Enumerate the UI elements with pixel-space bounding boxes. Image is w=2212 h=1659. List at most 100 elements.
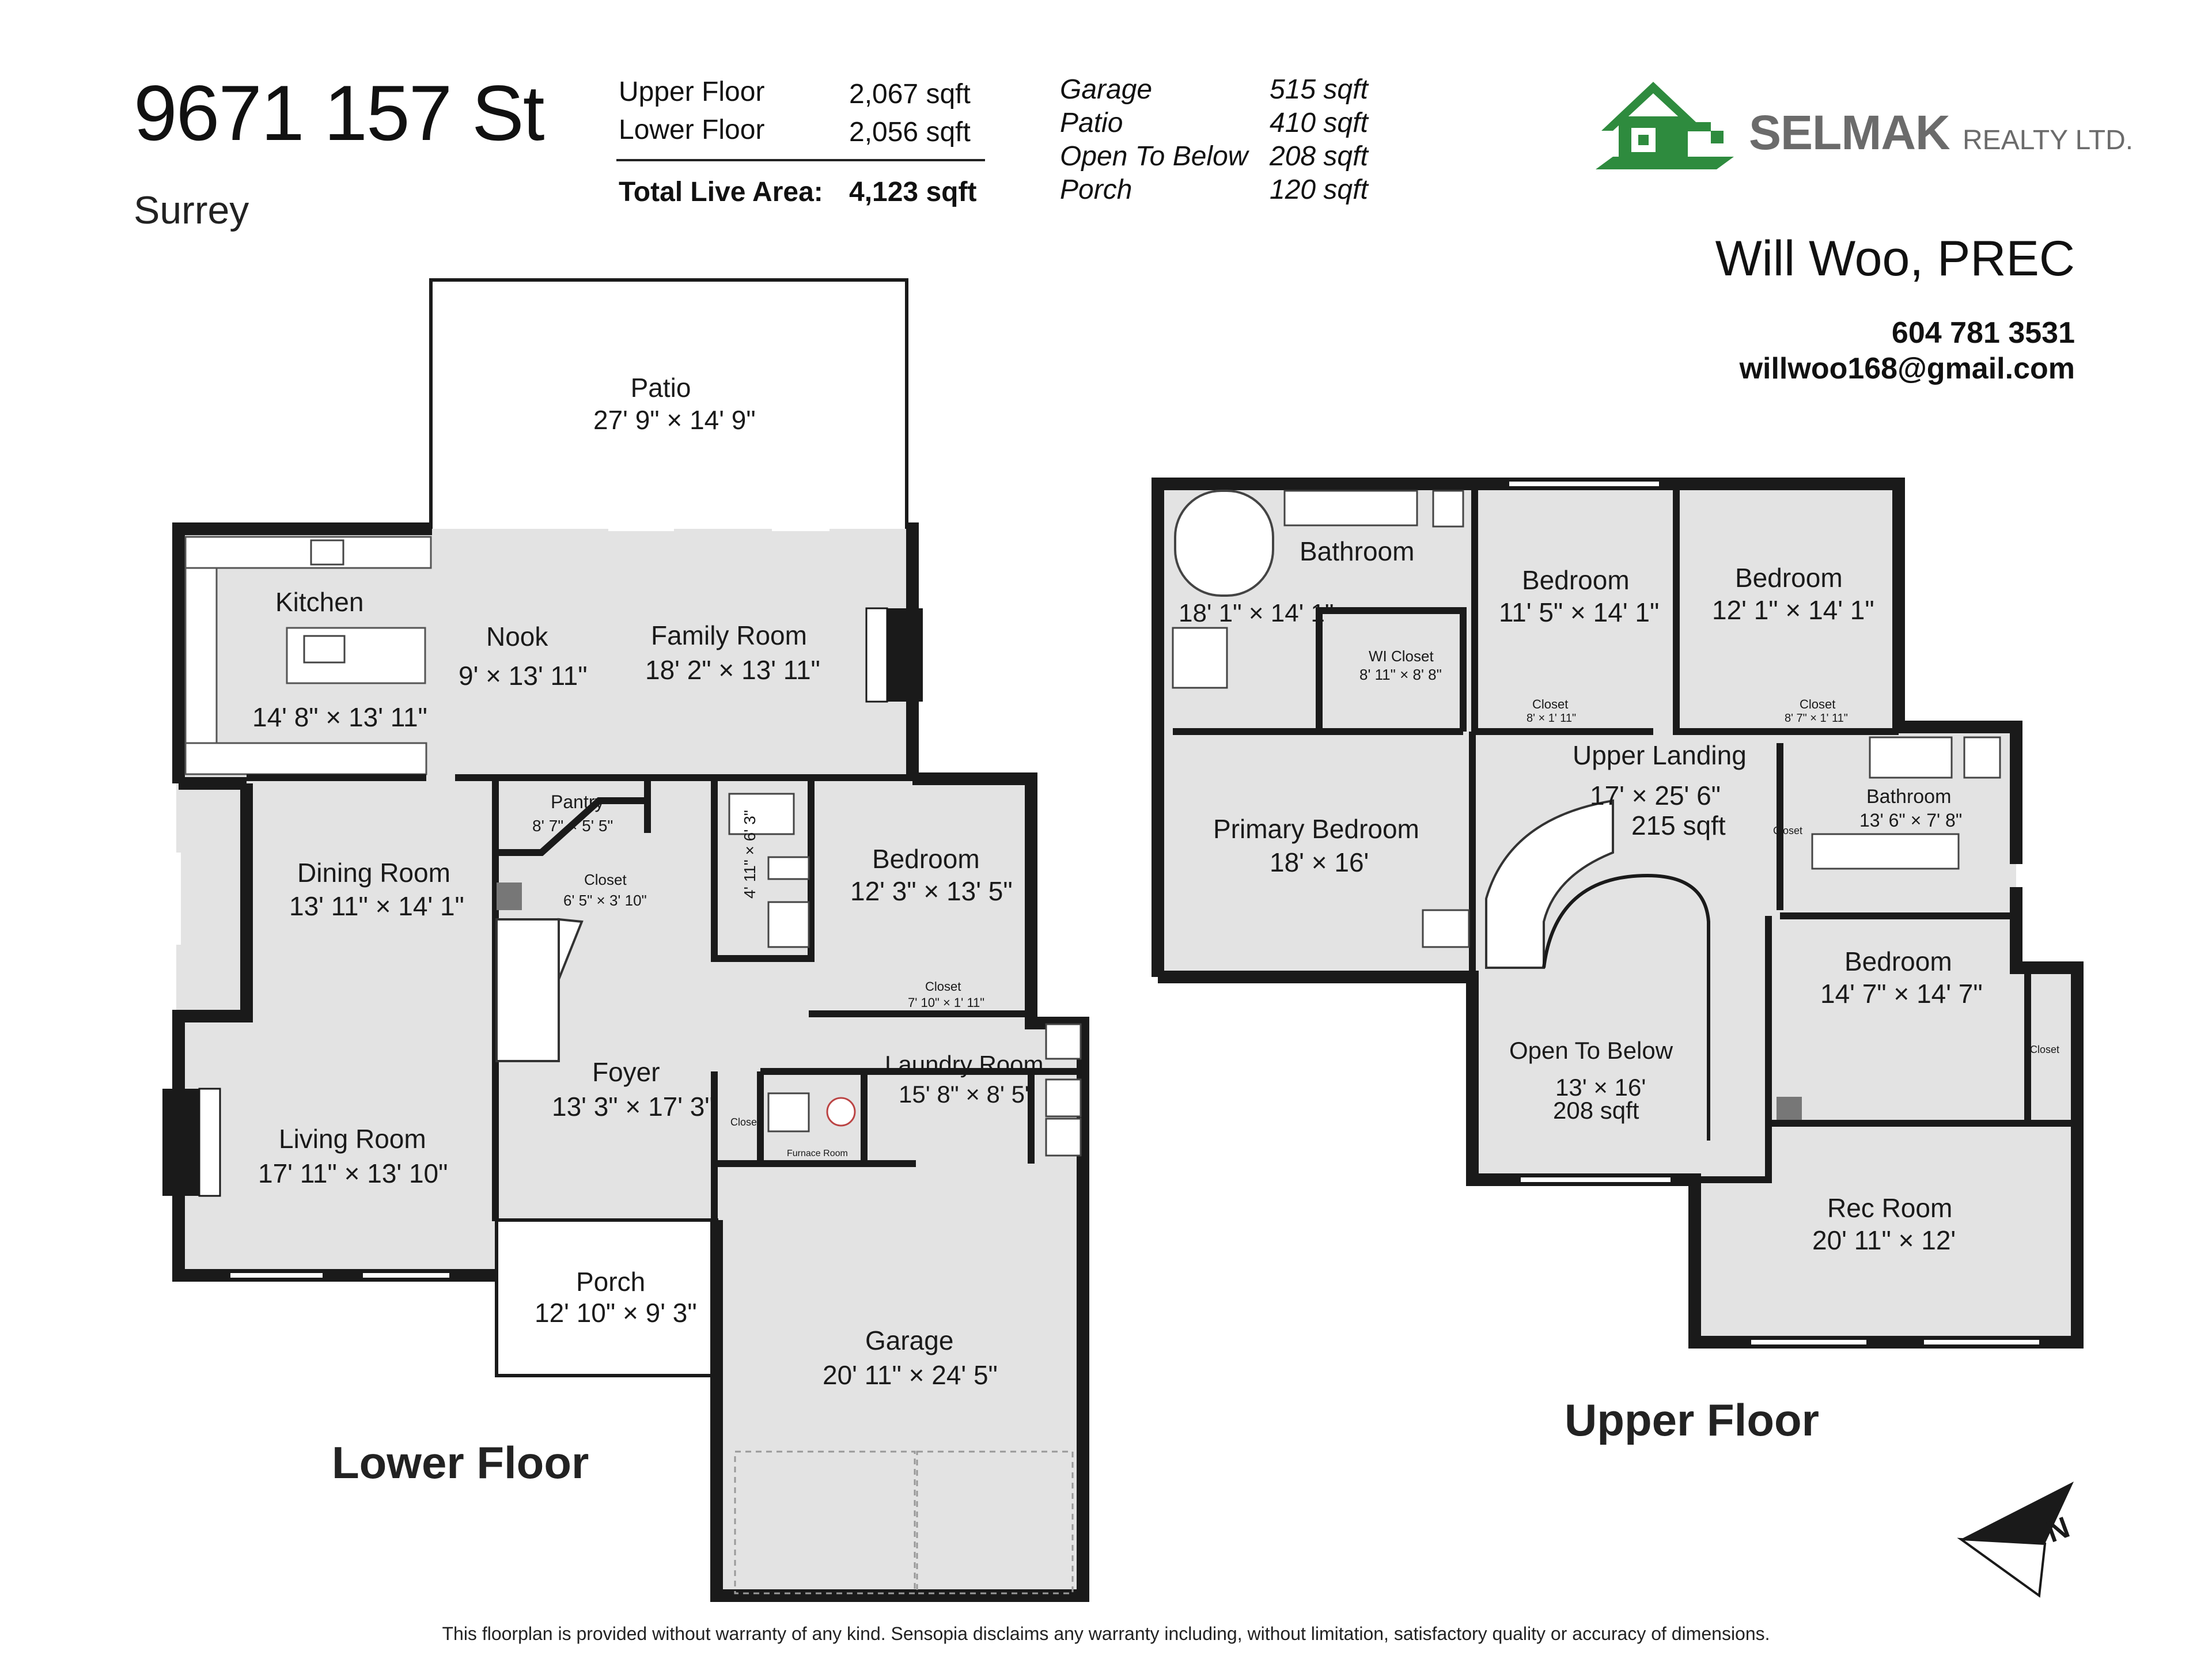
room-name-closet-bedroom: Closet (925, 979, 961, 994)
room-name-wi-closet: WI Closet (1369, 647, 1434, 665)
room-name-bedroom-lower: Bedroom (872, 844, 980, 874)
room-dims-closet-foyer: 6' 5" × 3' 10" (563, 892, 647, 909)
room-dims-rec-room: 20' 11" × 12' (1812, 1225, 1956, 1255)
room-name-pantry: Pantry (551, 791, 604, 812)
lower-floor-title: Lower Floor (332, 1437, 589, 1488)
total-divider (616, 159, 985, 161)
room-name-garage: Garage (865, 1325, 954, 1355)
extra-value-patio: 410 sqft (1270, 108, 1368, 138)
room-name-closet-landing: Closet (1773, 825, 1803, 836)
extra-label-porch: Porch (1060, 175, 1132, 205)
laundry-sink-icon (1045, 1023, 1082, 1060)
washer-icon (1045, 1078, 1082, 1118)
patio-outline (429, 278, 908, 535)
agent-phone[interactable]: 604 781 3531 (1891, 316, 2075, 350)
extra-value-porch: 120 sqft (1270, 175, 1368, 205)
furnace-icon (767, 1092, 810, 1132)
room-dims-garage: 20' 11" × 24' 5" (823, 1360, 998, 1390)
room-name-closet-foyer: Closet (584, 871, 627, 888)
dryer-icon (1045, 1118, 1082, 1157)
garage-door (734, 1450, 916, 1594)
lower-floor-plan (162, 278, 1089, 1602)
property-address: 9671 157 St (134, 69, 545, 157)
room-dims-closet-bed2: 8' × 1' 11" (1527, 712, 1577, 725)
water-heater-icon (826, 1097, 856, 1127)
room-dims-pantry: 8' 7" × 5' 5" (532, 817, 613, 835)
room-name-laundry: Laundry Room (885, 1051, 1044, 1078)
compass-icon (1957, 1482, 2074, 1598)
room-dims-closet-bedroom: 7' 10" × 1' 11" (908, 995, 985, 1010)
stairs-icon (495, 918, 584, 1062)
room-name-closet-bed4: Closet (2030, 1044, 2060, 1055)
disclaimer-text: This floorplan is provided without warra… (442, 1623, 1770, 1644)
stair-hatch (1777, 1097, 1802, 1120)
room-dims-open-to-below: 13' × 16' (1555, 1074, 1646, 1101)
area-value-upper: 2,067 sqft (849, 79, 971, 109)
room-dims-primary-bedroom: 18' × 16' (1270, 847, 1369, 877)
extra-value-open: 208 sqft (1270, 141, 1368, 172)
garage-door (916, 1450, 1074, 1594)
bathtub-icon (1174, 490, 1274, 597)
room-dims-bedroom-3: 12' 1" × 14' 1" (1712, 595, 1874, 625)
room-name-patio: Patio (630, 373, 691, 403)
room-name-primary-bedroom: Primary Bedroom (1213, 814, 1419, 844)
stove-icon (303, 635, 346, 664)
room-dims-bedroom-2: 11' 5" × 14' 1" (1499, 597, 1660, 627)
room-dims-upper-landing: 17' × 25' 6" (1590, 781, 1721, 810)
sink-icon (767, 901, 810, 948)
railing (1542, 873, 1710, 1141)
room-name-closet-bed3: Closet (1800, 697, 1836, 711)
room-dims-bedroom-lower: 12' 3" × 13' 5" (850, 876, 1013, 906)
extra-label-open: Open To Below (1060, 141, 1248, 172)
room-dims-porch: 12' 10" × 9' 3" (535, 1298, 697, 1328)
toilet-icon (1963, 736, 2001, 779)
bathtub-icon (1869, 736, 1953, 779)
total-area-label: Total Live Area: (619, 177, 823, 207)
room-dims-bedroom-4: 14' 7" × 14' 7" (1820, 979, 1983, 1009)
room-name-bathroom-2: Bathroom (1866, 786, 1952, 808)
shower-icon (1172, 627, 1228, 689)
room-name-porch: Porch (576, 1267, 646, 1297)
area-value-lower: 2,056 sqft (849, 117, 971, 147)
total-area-value: 4,123 sqft (849, 177, 977, 207)
room-name-bedroom-2: Bedroom (1522, 565, 1630, 595)
extra-label-garage: Garage (1060, 74, 1153, 105)
room-dims-kitchen: 14' 8" × 13' 11" (252, 702, 427, 732)
room-name-nook: Nook (486, 622, 548, 652)
room-name-closet-entry: Closet (730, 1116, 760, 1128)
area-label-upper: Upper Floor (619, 77, 765, 107)
room-name-furnace: Furnace Room (787, 1149, 848, 1158)
toilet-icon (728, 793, 795, 835)
room-name-closet-bed2: Closet (1532, 697, 1569, 711)
room-dims-wi-closet: 8' 11" × 8' 8" (1359, 666, 1442, 683)
room-name-living-room: Living Room (279, 1124, 426, 1154)
area-label-lower: Lower Floor (619, 115, 765, 145)
room-dims-living-room: 17' 11" × 13' 10" (258, 1158, 448, 1188)
room-dims-bathroom-primary: 18' 1" × 14' 1" (1179, 599, 1334, 627)
room-dims-laundry: 15' 8" × 8' 5" (899, 1081, 1033, 1108)
room-name-kitchen: Kitchen (275, 587, 364, 617)
room-name-bedroom-4: Bedroom (1844, 946, 1952, 976)
room-name-bedroom-3: Bedroom (1735, 563, 1843, 593)
room-name-rec-room: Rec Room (1827, 1193, 1953, 1223)
agent-email[interactable]: willwoo168@gmail.com (1739, 352, 2075, 385)
vanity-icon (1283, 490, 1418, 527)
stair-hatch (497, 882, 522, 910)
agent-name: Will Woo, PREC (1715, 231, 2075, 286)
upper-floor-plan (1152, 478, 2084, 1349)
room-name-open-to-below: Open To Below (1509, 1037, 1673, 1064)
room-dims-family-room: 18' 2" × 13' 11" (645, 655, 820, 685)
room-dims-foyer: 13' 3" × 17' 3" (552, 1092, 714, 1122)
room-name-dining-room: Dining Room (297, 858, 450, 888)
extra-value-garage: 515 sqft (1270, 74, 1368, 105)
room-area-open-to-below: 208 sqft (1553, 1097, 1639, 1124)
toilet-icon (1432, 490, 1464, 528)
room-dims-bathroom-2: 13' 6" × 7' 8" (1859, 810, 1963, 831)
sink-icon (310, 539, 344, 566)
porch-outline (495, 1218, 718, 1377)
house-logo-icon (1596, 82, 1734, 169)
room-dims-closet-bed3: 8' 7" × 1' 11" (1785, 712, 1848, 725)
stairs-icon (1485, 799, 1614, 969)
room-name-foyer: Foyer (592, 1057, 660, 1087)
